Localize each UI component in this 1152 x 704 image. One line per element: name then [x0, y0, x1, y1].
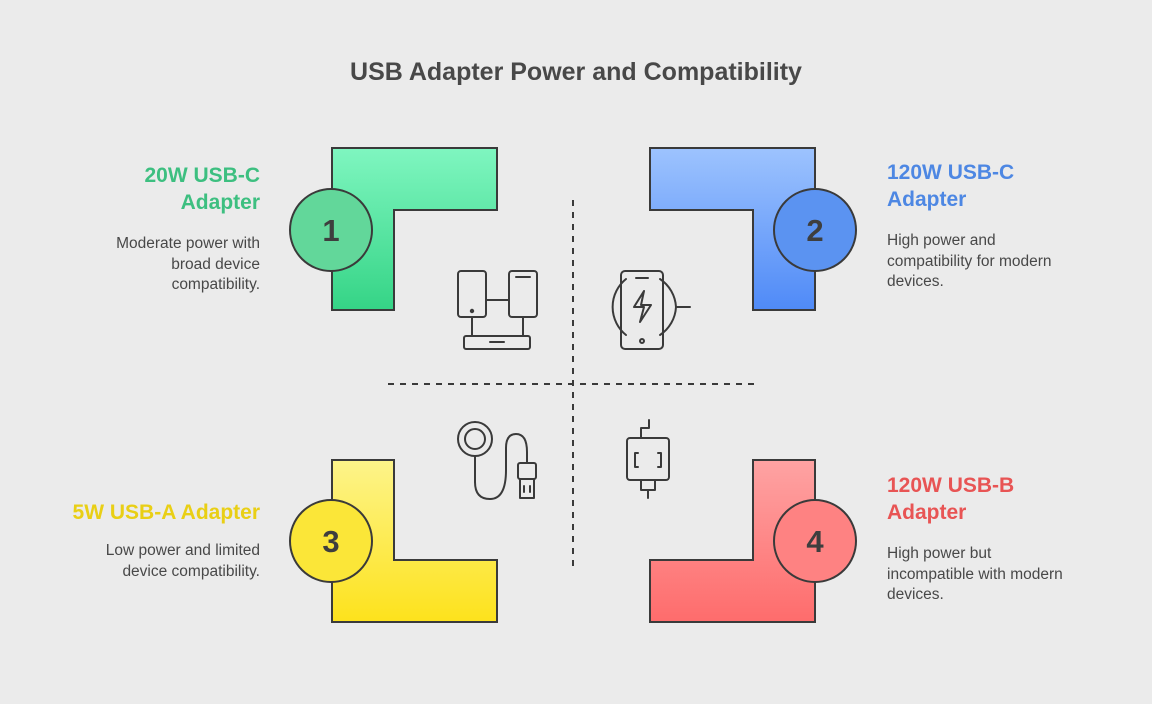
quadrant-1-desc-line2: broad device [171, 255, 260, 273]
quadrant-2-description: High power and compatibility for modern … [887, 231, 1127, 293]
quadrant-3-description: Low power and limited device compatibili… [20, 541, 260, 582]
plug-adapter-icon [626, 419, 670, 499]
number-badge-1: 1 [289, 188, 373, 272]
quadrant-4-description: High power but incompatible with modern … [887, 544, 1127, 606]
quadrant-4-title-line2: Adapter [887, 501, 967, 524]
quadrant-2-title: 120W USB-C Adapter [887, 159, 1127, 213]
l-shape-3 [331, 459, 498, 623]
number-badge-3: 3 [289, 499, 373, 583]
l-shape-1 [331, 147, 498, 311]
l-shape-2 [649, 147, 816, 311]
quadrant-2-desc-line3: devices. [887, 273, 944, 290]
quadrant-1-title: 20W USB-C Adapter [60, 162, 260, 216]
quadrant-3-desc-line1: Low power and limited [105, 542, 260, 559]
quadrant-2-desc-line1: High power and [887, 232, 996, 249]
quadrant-3-desc-line2: device compatibility. [122, 562, 260, 580]
quadrant-1-desc-line1: Moderate power with [116, 235, 260, 252]
quadrant-2-title-line2: Adapter [887, 188, 967, 211]
svg-text:1: 1 [322, 213, 339, 248]
quadrant-2-title-line1: 120W USB-C [887, 161, 1015, 184]
quadrant-3-title-line1: 5W USB-A Adapter [72, 501, 260, 524]
quadrant-3-title: 5W USB-A Adapter [20, 499, 260, 526]
quadrant-4-desc-line2: incompatible with modern [887, 565, 1063, 583]
quadrant-1-description: Moderate power with broad device compati… [40, 234, 260, 296]
wireless-charger-cable-icon [457, 421, 537, 500]
quadrant-4-title-line1: 120W USB-B [887, 474, 1015, 497]
quadrant-1-desc-line3: compatibility. [171, 276, 260, 293]
quadrant-1-title-line2: Adapter [180, 191, 260, 214]
svg-text:2: 2 [806, 213, 823, 248]
wireless-charging-phone-icon [611, 270, 691, 350]
page-title: USB Adapter Power and Compatibility [350, 58, 802, 86]
quadrant-4-desc-line1: High power but [887, 545, 992, 562]
phones-laptop-icon [457, 270, 538, 350]
svg-text:3: 3 [322, 524, 339, 559]
quadrant-2-desc-line2: compatibility for modern [887, 252, 1052, 270]
quadrant-4-desc-line3: devices. [887, 586, 944, 603]
svg-text:4: 4 [806, 524, 824, 559]
quadrant-4-title: 120W USB-B Adapter [887, 472, 1127, 526]
number-badge-2: 2 [773, 188, 857, 272]
quadrant-1-title-line1: 20W USB-C [144, 164, 260, 187]
number-badge-4: 4 [773, 499, 857, 583]
l-shape-4 [649, 459, 816, 623]
